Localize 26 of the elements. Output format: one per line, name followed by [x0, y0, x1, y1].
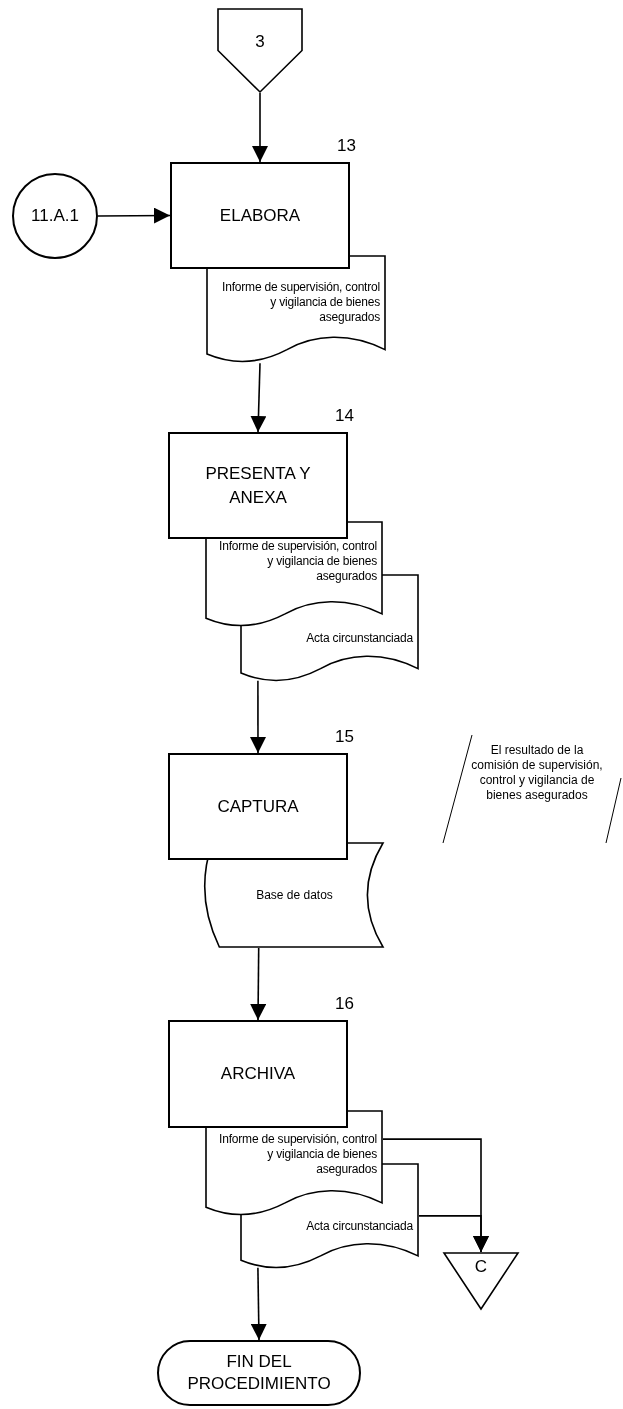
- arrow: [250, 1266, 267, 1341]
- process-label: ARCHIVA: [220, 1063, 296, 1085]
- step-number: 13: [337, 136, 356, 156]
- process-label: PRESENTA Y ANEXA: [204, 462, 312, 509]
- arrow: [252, 92, 268, 163]
- annotation-text: El resultado de la comisión de supervisión, control y vigilancia de bienes asegurados: [470, 743, 604, 803]
- data-label: Base de datos: [256, 887, 333, 904]
- arrow: [250, 947, 267, 1021]
- document-label: Informe de supervisión, control y vigilancia de bienes asegurados: [219, 1132, 377, 1177]
- process-label: ELABORA: [219, 204, 301, 227]
- arrow: [418, 1215, 489, 1253]
- step-number: 15: [335, 727, 354, 747]
- connector-label: 11.A.1: [31, 205, 79, 228]
- step-number: 16: [335, 994, 354, 1014]
- connector-label: 3: [255, 32, 265, 52]
- document-label: Informe de supervisión, control y vigilancia de bienes asegurados: [219, 539, 377, 584]
- connector-label: C: [474, 1257, 488, 1277]
- step-number: 14: [335, 406, 354, 426]
- arrow: [250, 362, 267, 433]
- arrow: [97, 207, 171, 224]
- arrow: [250, 679, 266, 754]
- document-label: Acta circunstanciada: [306, 1219, 413, 1234]
- process-label: CAPTURA: [217, 795, 299, 818]
- document-label: Acta circunstanciada: [306, 631, 413, 646]
- document-label: Informe de supervisión, control y vigilancia de bienes asegurados: [221, 280, 380, 325]
- terminator-label: FIN DEL PROCEDIMIENTO: [187, 1351, 331, 1395]
